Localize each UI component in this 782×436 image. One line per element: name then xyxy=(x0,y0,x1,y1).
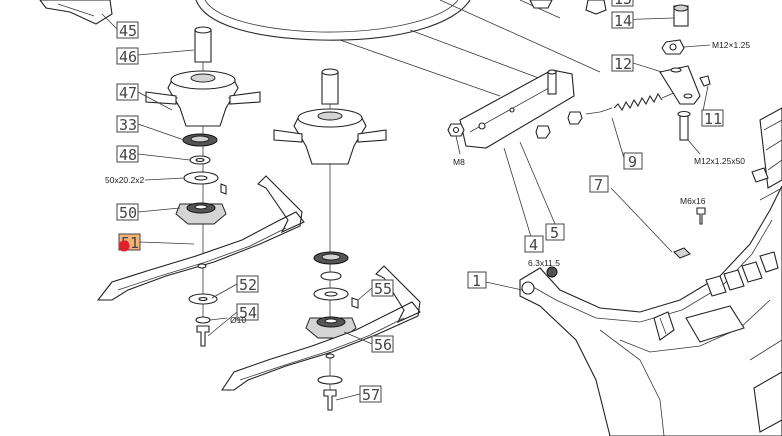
svg-text:56: 56 xyxy=(374,336,392,354)
svg-text:45: 45 xyxy=(119,22,137,40)
callout-48: 48 xyxy=(116,145,139,164)
callout-5: 5 xyxy=(545,223,565,242)
callout-56: 56 xyxy=(371,335,394,354)
callout-47: 47 xyxy=(116,83,139,102)
callout-45: 45 xyxy=(116,21,139,40)
mower-deck-disc xyxy=(195,0,471,41)
callout-9: 9 xyxy=(623,152,643,171)
callout-11: 11 xyxy=(701,109,724,128)
spec-m6x16: M6x16 xyxy=(680,196,706,206)
spec-dia10: Ø10 xyxy=(230,315,246,325)
right-spindle-assembly xyxy=(220,68,421,411)
svg-text:12: 12 xyxy=(614,55,632,73)
spec-6-3x11-5: 6.3x11.5 xyxy=(528,258,560,268)
svg-text:1: 1 xyxy=(472,272,481,290)
svg-text:55: 55 xyxy=(374,280,392,298)
svg-text:48: 48 xyxy=(119,146,137,164)
callout-57: 57 xyxy=(359,385,382,404)
deck-housing xyxy=(519,107,782,436)
spec-washer-50x20-2x2: 50x20.2x2 xyxy=(105,175,144,185)
callout-7: 7 xyxy=(589,175,609,194)
callout-12: 12 xyxy=(611,54,634,73)
callout-33: 33 xyxy=(116,115,139,134)
svg-text:57: 57 xyxy=(362,386,380,404)
leader-lines xyxy=(137,17,711,401)
spec-m12x1-25x50: M12x1.25x50 xyxy=(694,156,745,166)
callout-52: 52 xyxy=(236,275,259,294)
svg-text:46: 46 xyxy=(119,48,137,66)
svg-text:47: 47 xyxy=(119,84,137,102)
tensioner-bracket-assembly xyxy=(447,0,711,278)
assembly-guide-lines xyxy=(339,0,601,97)
svg-text:15: 15 xyxy=(614,0,632,8)
svg-text:14: 14 xyxy=(614,12,632,30)
svg-text:11: 11 xyxy=(704,110,722,128)
callout-54: 54 xyxy=(236,303,259,322)
top-left-bracket-part xyxy=(39,0,119,31)
callout-14: 14 xyxy=(611,11,634,30)
spec-m12x1-25: M12×1.25 xyxy=(712,40,750,50)
svg-text:9: 9 xyxy=(628,153,637,171)
svg-text:33: 33 xyxy=(119,116,137,134)
callout-15: 15 xyxy=(611,0,634,8)
svg-text:50: 50 xyxy=(119,204,137,222)
callout-51-highlighted: 51 xyxy=(118,233,141,252)
callout-46: 46 xyxy=(116,47,139,66)
callout-4: 4 xyxy=(524,235,544,254)
callout-1: 1 xyxy=(467,271,487,290)
callout-55: 55 xyxy=(371,279,394,298)
svg-text:5: 5 xyxy=(550,224,559,242)
svg-text:7: 7 xyxy=(594,176,603,194)
svg-text:4: 4 xyxy=(529,236,538,254)
highlight-marker-dot xyxy=(118,240,130,252)
left-spindle-assembly xyxy=(96,26,305,347)
spec-m8: M8 xyxy=(453,157,465,167)
svg-text:54: 54 xyxy=(239,304,257,322)
callout-50: 50 xyxy=(116,203,139,222)
svg-text:52: 52 xyxy=(239,276,257,294)
